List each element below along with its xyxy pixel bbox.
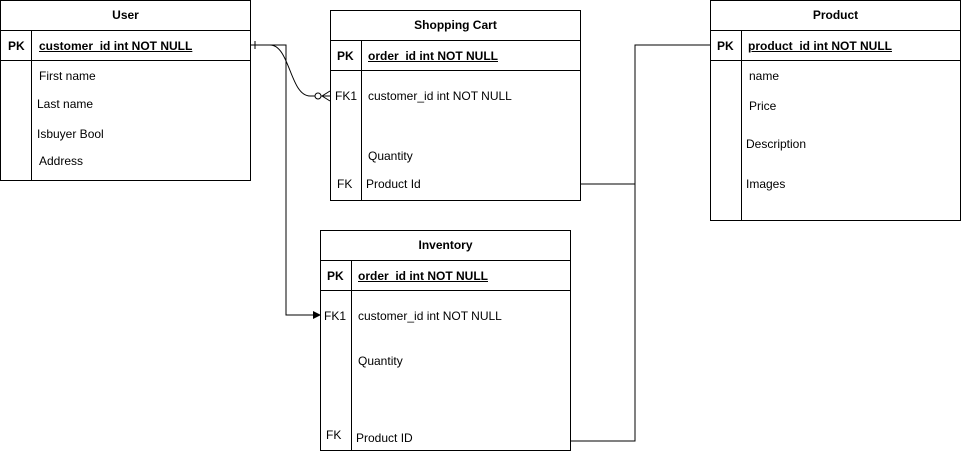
pk-label: PK [337,49,354,63]
field: Last name [37,97,94,111]
user-inventory-relationship-line [270,44,321,319]
fk1-label: FK1 [335,89,358,103]
key-column-divider [361,41,362,200]
pk-label: PK [327,269,344,283]
pk-field: product_id int NOT NULL [748,39,892,53]
pk-field: order_id int NOT NULL [358,269,488,283]
fk1-field: customer_id int NOT NULL [358,309,502,323]
quantity-field: Quantity [358,354,403,368]
primary-key-row [331,41,580,71]
primary-key-row [321,261,570,291]
user-cart-relationship-line [250,44,330,97]
field: Description [746,137,807,151]
field: name [749,69,780,83]
field: First name [39,69,96,83]
field: Address [39,154,84,168]
fk-label: FK [326,428,342,442]
field: Price [749,99,777,113]
crowfoot-marker [321,90,331,102]
product-relationship-line [561,44,710,445]
fk-label: FK [337,177,353,191]
product-id-field: Product ID [356,431,413,445]
quantity-field: Quantity [368,149,413,163]
zero-marker [314,92,322,100]
entity-title: User [1,1,250,31]
entity-title: Product [711,1,960,31]
primary-key-row [1,31,250,61]
key-column-divider [31,31,32,180]
product-entity[interactable]: Product PK product_id int NOT NULL name … [710,0,961,221]
inventory-entity[interactable]: Inventory PK order_id int NOT NULL FK1 c… [320,230,571,451]
user-entity[interactable]: User PK customer_id int NOT NULL First n… [0,0,251,181]
fk1-label: FK1 [324,309,347,323]
pk-label: PK [717,39,734,53]
product-id-field: Product Id [366,177,421,191]
entity-title: Shopping Cart [331,11,580,41]
primary-key-row [711,31,960,61]
key-column-divider [351,261,352,450]
shopping-cart-entity[interactable]: Shopping Cart PK order_id int NOT NULL F… [330,10,581,201]
key-column-divider [741,31,742,220]
entity-title: Inventory [321,231,570,261]
field: Images [746,177,786,191]
pk-field: customer_id int NOT NULL [39,39,193,53]
fk1-field: customer_id int NOT NULL [368,89,512,103]
field: Isbuyer Bool [37,127,104,141]
pk-label: PK [8,39,25,53]
pk-field: order_id int NOT NULL [368,49,498,63]
